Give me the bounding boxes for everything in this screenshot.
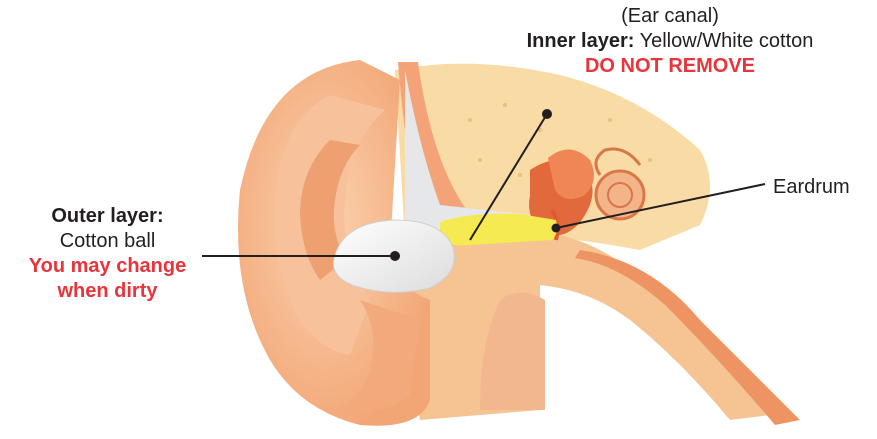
inner-layer-label: (Ear canal) Inner layer: Yellow/White co…: [470, 4, 870, 79]
outer-layer-title: Outer layer:: [0, 204, 215, 229]
eardrum-label: Eardrum: [773, 175, 850, 200]
inner-layer-title: Inner layer:: [527, 30, 635, 52]
do-not-remove-warning: DO NOT REMOVE: [470, 54, 870, 79]
change-note-line1: You may change: [0, 254, 215, 279]
ear-canal-caption: (Ear canal): [470, 4, 870, 29]
inner-layer-line: Inner layer: Yellow/White cotton: [470, 29, 870, 54]
change-note-line2: when dirty: [0, 279, 215, 304]
lower-tissue: [395, 235, 800, 425]
outer-layer-label: Outer layer: Cotton ball You may change …: [0, 204, 215, 304]
outer-layer-desc: Cotton ball: [0, 229, 215, 254]
inner-layer-desc: Yellow/White cotton: [640, 30, 814, 52]
